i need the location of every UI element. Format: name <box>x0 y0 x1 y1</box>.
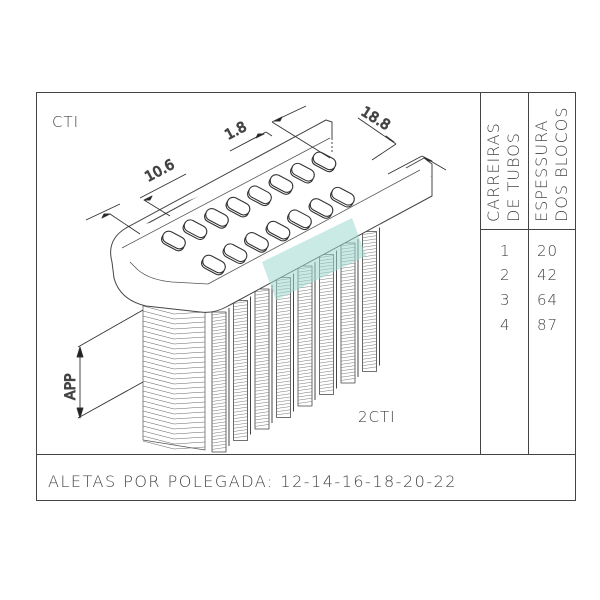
table-divider-middle <box>528 92 529 454</box>
header-rows-of-tubes-line2: DE TUBOS <box>504 132 523 222</box>
table-cell-tubes: 3 <box>500 291 511 309</box>
footer-divider <box>36 454 576 455</box>
table-cell-thickness: 87 <box>537 316 559 334</box>
dimension-10-6 <box>85 173 187 235</box>
dimension-app-label: APP <box>63 374 79 400</box>
table-cell-thickness: 42 <box>537 266 559 284</box>
header-block-thickness: ESPESSURA DOS BLOCOS <box>532 107 572 223</box>
watermark-logo <box>262 218 366 300</box>
header-block-thickness-line2: DOS BLOCOS <box>552 106 571 223</box>
header-block-thickness-line1: ESPESSURA <box>532 119 551 222</box>
table-cell-tubes: 4 <box>500 316 511 334</box>
model-label: CTI <box>52 113 80 131</box>
tank-front-face <box>111 176 433 313</box>
table-cell-tubes: 2 <box>500 266 511 284</box>
fin-stack-left <box>142 303 206 451</box>
header-rows-of-tubes: CARREIRAS DE TUBOS <box>484 122 524 222</box>
table-header-divider <box>480 229 576 230</box>
dimension-1-8-label: 1.8 <box>222 119 249 144</box>
table-cell-thickness: 64 <box>537 291 559 309</box>
table-cell-thickness: 20 <box>537 242 559 260</box>
variant-label: 2CTI <box>358 408 396 426</box>
fins-per-inch-note: ALETAS POR POLEGADA: 12-14-16-18-20-22 <box>48 472 457 491</box>
table-divider-left <box>480 92 481 454</box>
dimension-18-8 <box>357 117 447 175</box>
dimension-app <box>76 309 144 419</box>
header-rows-of-tubes-line1: CARREIRAS <box>484 122 503 222</box>
table-cell-tubes: 1 <box>500 242 511 260</box>
dimension-1-8 <box>229 105 331 159</box>
drawing-frame <box>36 92 576 501</box>
